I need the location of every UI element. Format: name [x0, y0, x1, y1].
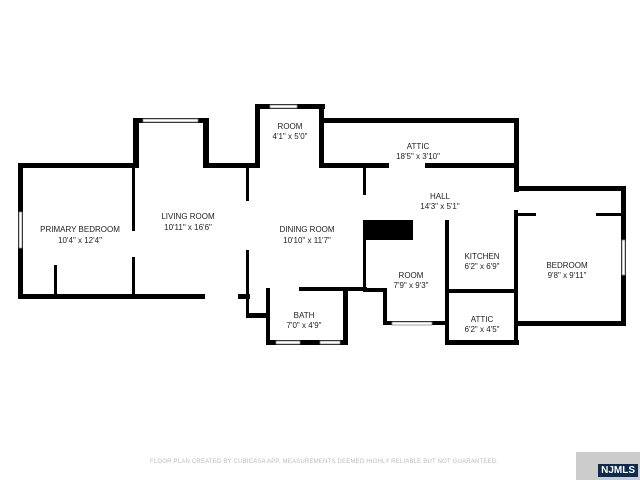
room-name: LIVING ROOM: [161, 212, 215, 221]
room-size: 7'0" x 4'9": [287, 321, 322, 330]
njmls-logo: NJMLS: [576, 452, 640, 480]
room-size: 10'11" x 16'6": [164, 223, 212, 232]
room-living-room: LIVING ROOM 10'11" x 16'6": [161, 212, 215, 232]
room-name: ROOM: [278, 122, 303, 131]
logo-text: NJMLS: [598, 464, 638, 477]
room-labels: PRIMARY BEDROOM 10'4" x 12'4" LIVING ROOM…: [40, 122, 588, 334]
room-size: 6'2" x 4'5": [465, 325, 500, 334]
windows: [18, 104, 626, 345]
room-name: BATH: [294, 311, 315, 320]
room-name: DINING ROOM: [279, 225, 334, 234]
room-size: 9'8" x 9'11": [548, 271, 587, 280]
room-primary-bedroom: PRIMARY BEDROOM 10'4" x 12'4": [40, 225, 120, 245]
room-name: BEDROOM: [546, 261, 588, 270]
room-size: 10'4" x 12'4": [58, 236, 102, 245]
room-name: ATTIC: [471, 315, 494, 324]
room-name: ATTIC: [407, 142, 430, 151]
room-name: ROOM: [399, 271, 424, 280]
room-size: 7'9" x 9'3": [394, 281, 429, 290]
room-size: 10'10" x 11'7": [283, 236, 331, 245]
room-name: KITCHEN: [464, 252, 499, 261]
room-size: 4'1" x 5'0": [273, 132, 308, 141]
disclaimer-text: FLOOR PLAN CREATED BY CUBICASA APP. MEAS…: [150, 459, 499, 465]
room-size: 6'2" x 6'9": [465, 262, 500, 271]
room-name: PRIMARY BEDROOM: [40, 225, 120, 234]
room-name: HALL: [430, 192, 451, 201]
room-size: 14'3" x 5'1": [420, 202, 460, 211]
room-size: 18'5" x 3'10": [396, 152, 440, 161]
room-dining-room: DINING ROOM 10'10" x 11'7": [279, 225, 334, 245]
